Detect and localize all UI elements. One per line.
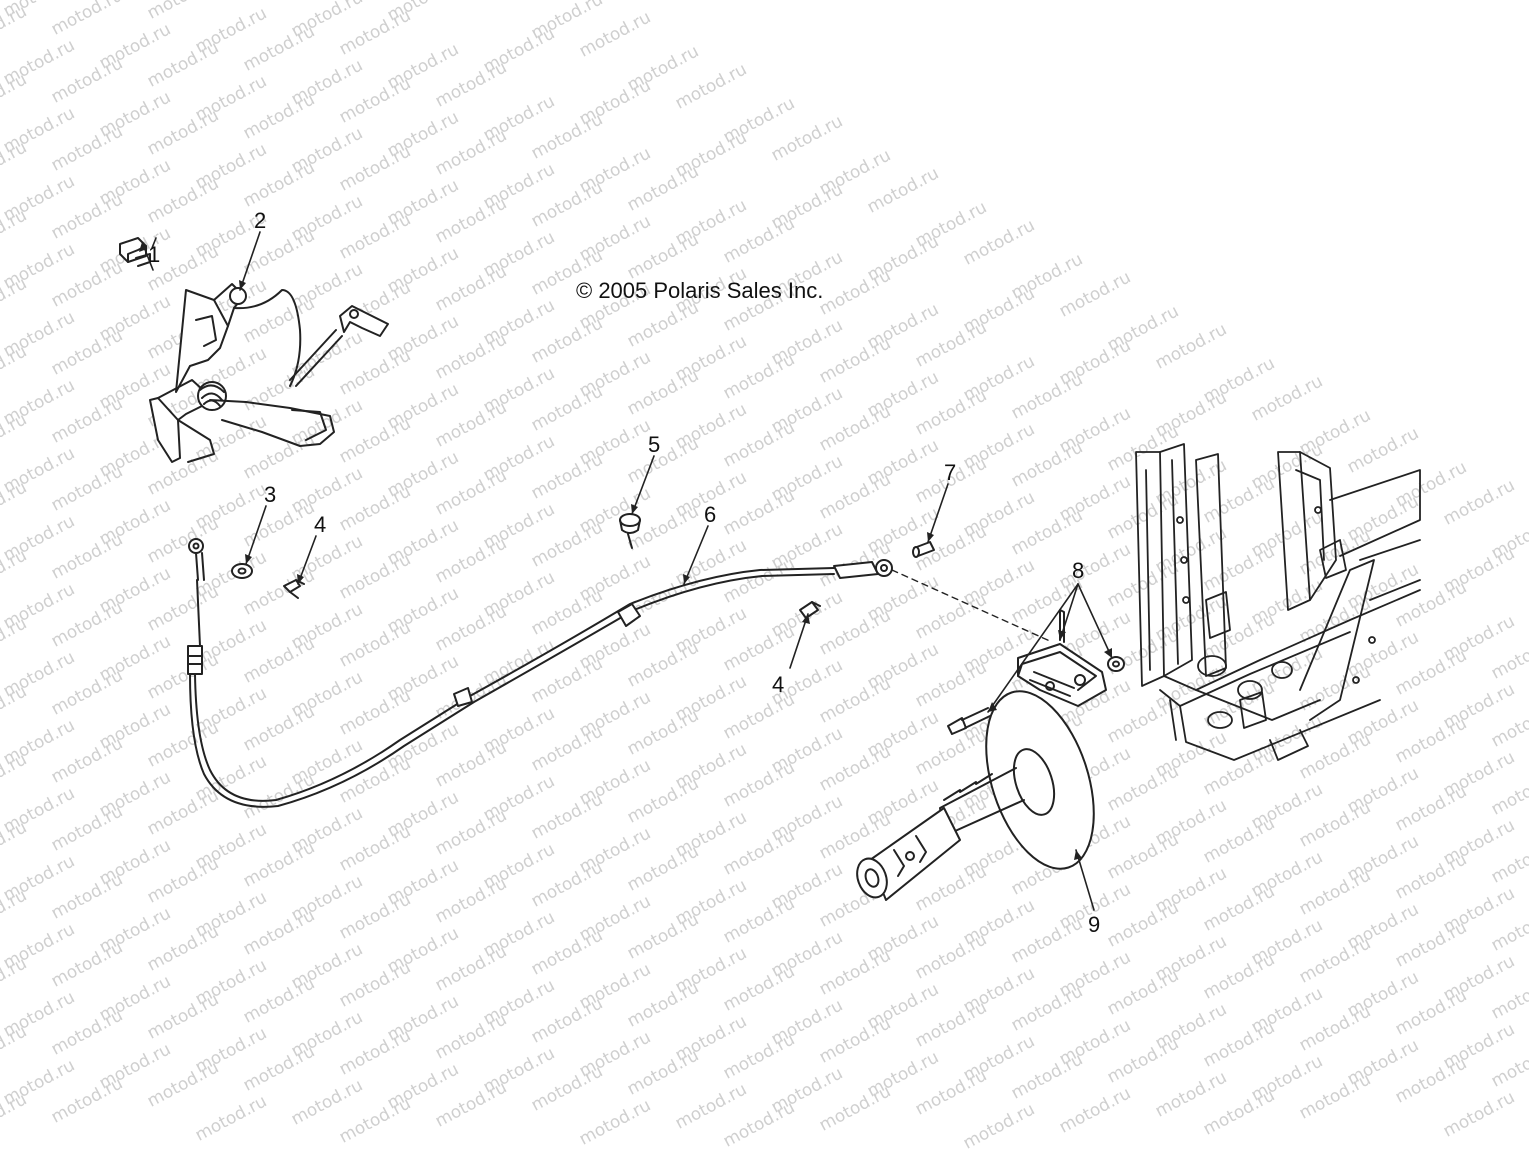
callout-5: 5: [648, 432, 660, 457]
callout-4a: 4: [314, 512, 326, 537]
washer-part-3: [231, 563, 253, 579]
callout-6: 6: [704, 502, 716, 527]
callout-3: 3: [264, 482, 276, 507]
callout-4b: 4: [772, 672, 784, 697]
bolt-part-1: [119, 237, 151, 267]
clevis-pin-part-7: [912, 541, 935, 558]
push-clip-part-5: [619, 513, 641, 549]
brake-disc-part-9: [856, 690, 1095, 901]
callout-9: 9: [1088, 912, 1100, 937]
callout-8: 8: [1072, 558, 1084, 583]
vehicle-frame: [1135, 443, 1421, 761]
copyright-notice: © 2005 Polaris Sales Inc.: [576, 278, 824, 303]
callout-7: 7: [944, 460, 956, 485]
callout-arrowheads: [139, 242, 1112, 860]
caliper-bracket-part-8: [947, 609, 1125, 735]
callout-2: 2: [254, 208, 266, 233]
callout-leaders: [141, 231, 1113, 911]
brake-pedal-assembly-part-2: [149, 283, 389, 463]
clip-part-4b: [799, 601, 821, 619]
callout-numbers: 1 2 3 4 5 6 7 8 4 9: [148, 208, 1100, 937]
callout-1: 1: [148, 242, 160, 267]
clip-part-4a: [283, 579, 305, 599]
brake-cable-part-6: [187, 538, 893, 808]
assembly-leader-line: [891, 569, 1053, 643]
